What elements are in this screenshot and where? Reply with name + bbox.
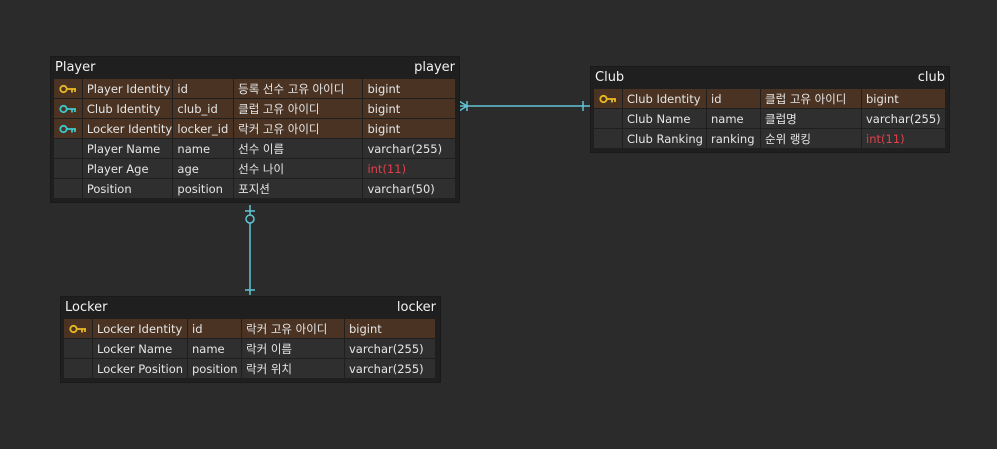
column-physical-name: locker_id [173, 119, 234, 138]
column-comment: 락커 고유 아이디 [234, 119, 363, 138]
column-physical-name: id [707, 89, 760, 108]
column-logical-name: Club Identity [623, 89, 706, 108]
column-type: varchar(255) [363, 139, 455, 158]
entity-logical-name: Player [55, 59, 96, 75]
column-type: varchar(50) [363, 179, 455, 198]
column-logical-name: Club Identity [82, 99, 173, 118]
column-logical-name: Locker Identity [82, 119, 173, 138]
column-key-cell [54, 79, 82, 98]
column-physical-name: id [188, 319, 241, 338]
column-logical-name: Player Age [82, 159, 173, 178]
entity-physical-name: player [414, 59, 455, 75]
column-key-cell [64, 319, 92, 338]
column-key-cell [54, 159, 82, 178]
entity-logical-name: Club [595, 69, 625, 85]
column-logical-name: Locker Position [93, 359, 187, 378]
column-key-cell [54, 179, 82, 198]
column-key-cell [594, 109, 622, 128]
column-type: bigint [862, 89, 945, 108]
zero-circle-icon [245, 214, 255, 224]
column-physical-name: position [188, 359, 241, 378]
relation-player-locker[interactable] [245, 205, 255, 295]
column-type: varchar(255) [345, 359, 435, 378]
column-physical-name: id [173, 79, 234, 98]
column-comment: 등록 선수 고유 아이디 [234, 79, 363, 98]
column-comment: 락커 이름 [242, 339, 344, 358]
column-physical-name: name [188, 339, 241, 358]
column-physical-name: club_id [173, 99, 234, 118]
entity-logical-name: Locker [65, 299, 108, 315]
column-key-cell [54, 139, 82, 158]
column-physical-name: name [173, 139, 234, 158]
column-key-cell [594, 129, 622, 148]
column-logical-name: Position [82, 179, 173, 198]
column-comment: 선수 이름 [234, 139, 363, 158]
primary-key-icon [59, 84, 77, 94]
entity-header: Player player [51, 57, 459, 77]
primary-key-icon [599, 94, 617, 104]
column-physical-name: position [173, 179, 234, 198]
entity-header: Club club [591, 67, 949, 87]
column-type: varchar(255) [345, 339, 435, 358]
many-crowsfoot-icon [458, 100, 469, 112]
column-key-cell [54, 119, 82, 138]
column-comment: 클럽 고유 아이디 [234, 99, 363, 118]
column-logical-name: Player Name [82, 139, 173, 158]
column-key-cell [54, 99, 82, 118]
column-logical-name: Club Name [623, 109, 706, 128]
column-type: bigint [363, 79, 455, 98]
relation-player-club[interactable] [458, 100, 590, 112]
primary-key-icon [69, 324, 87, 334]
column-key-cell [594, 89, 622, 108]
column-key-cell [64, 359, 92, 378]
column-logical-name: Locker Identity [93, 319, 187, 338]
column-type: int(11) [862, 129, 945, 148]
column-type: bigint [363, 99, 455, 118]
column-type: int(11) [363, 159, 455, 178]
column-key-cell [64, 339, 92, 358]
column-physical-name: name [707, 109, 760, 128]
foreign-key-icon [59, 124, 77, 134]
column-type: bigint [345, 319, 435, 338]
column-physical-name: ranking [707, 129, 760, 148]
column-comment: 순위 랭킹 [761, 129, 861, 148]
column-comment: 락커 고유 아이디 [242, 319, 344, 338]
entity-physical-name: club [917, 69, 945, 85]
column-logical-name: Locker Name [93, 339, 187, 358]
entity-physical-name: locker [396, 299, 436, 315]
column-comment: 클럽 고유 아이디 [761, 89, 861, 108]
column-type: bigint [363, 119, 455, 138]
entity-header: Locker locker [61, 297, 440, 317]
column-type: varchar(255) [862, 109, 945, 128]
column-logical-name: Player Identity [82, 79, 173, 98]
column-comment: 선수 나이 [234, 159, 363, 178]
column-comment: 락커 위치 [242, 359, 344, 378]
column-comment: 포지션 [234, 179, 363, 198]
column-physical-name: age [173, 159, 234, 178]
column-comment: 클럽명 [761, 109, 861, 128]
foreign-key-icon [59, 104, 77, 114]
column-logical-name: Club Ranking [623, 129, 706, 148]
